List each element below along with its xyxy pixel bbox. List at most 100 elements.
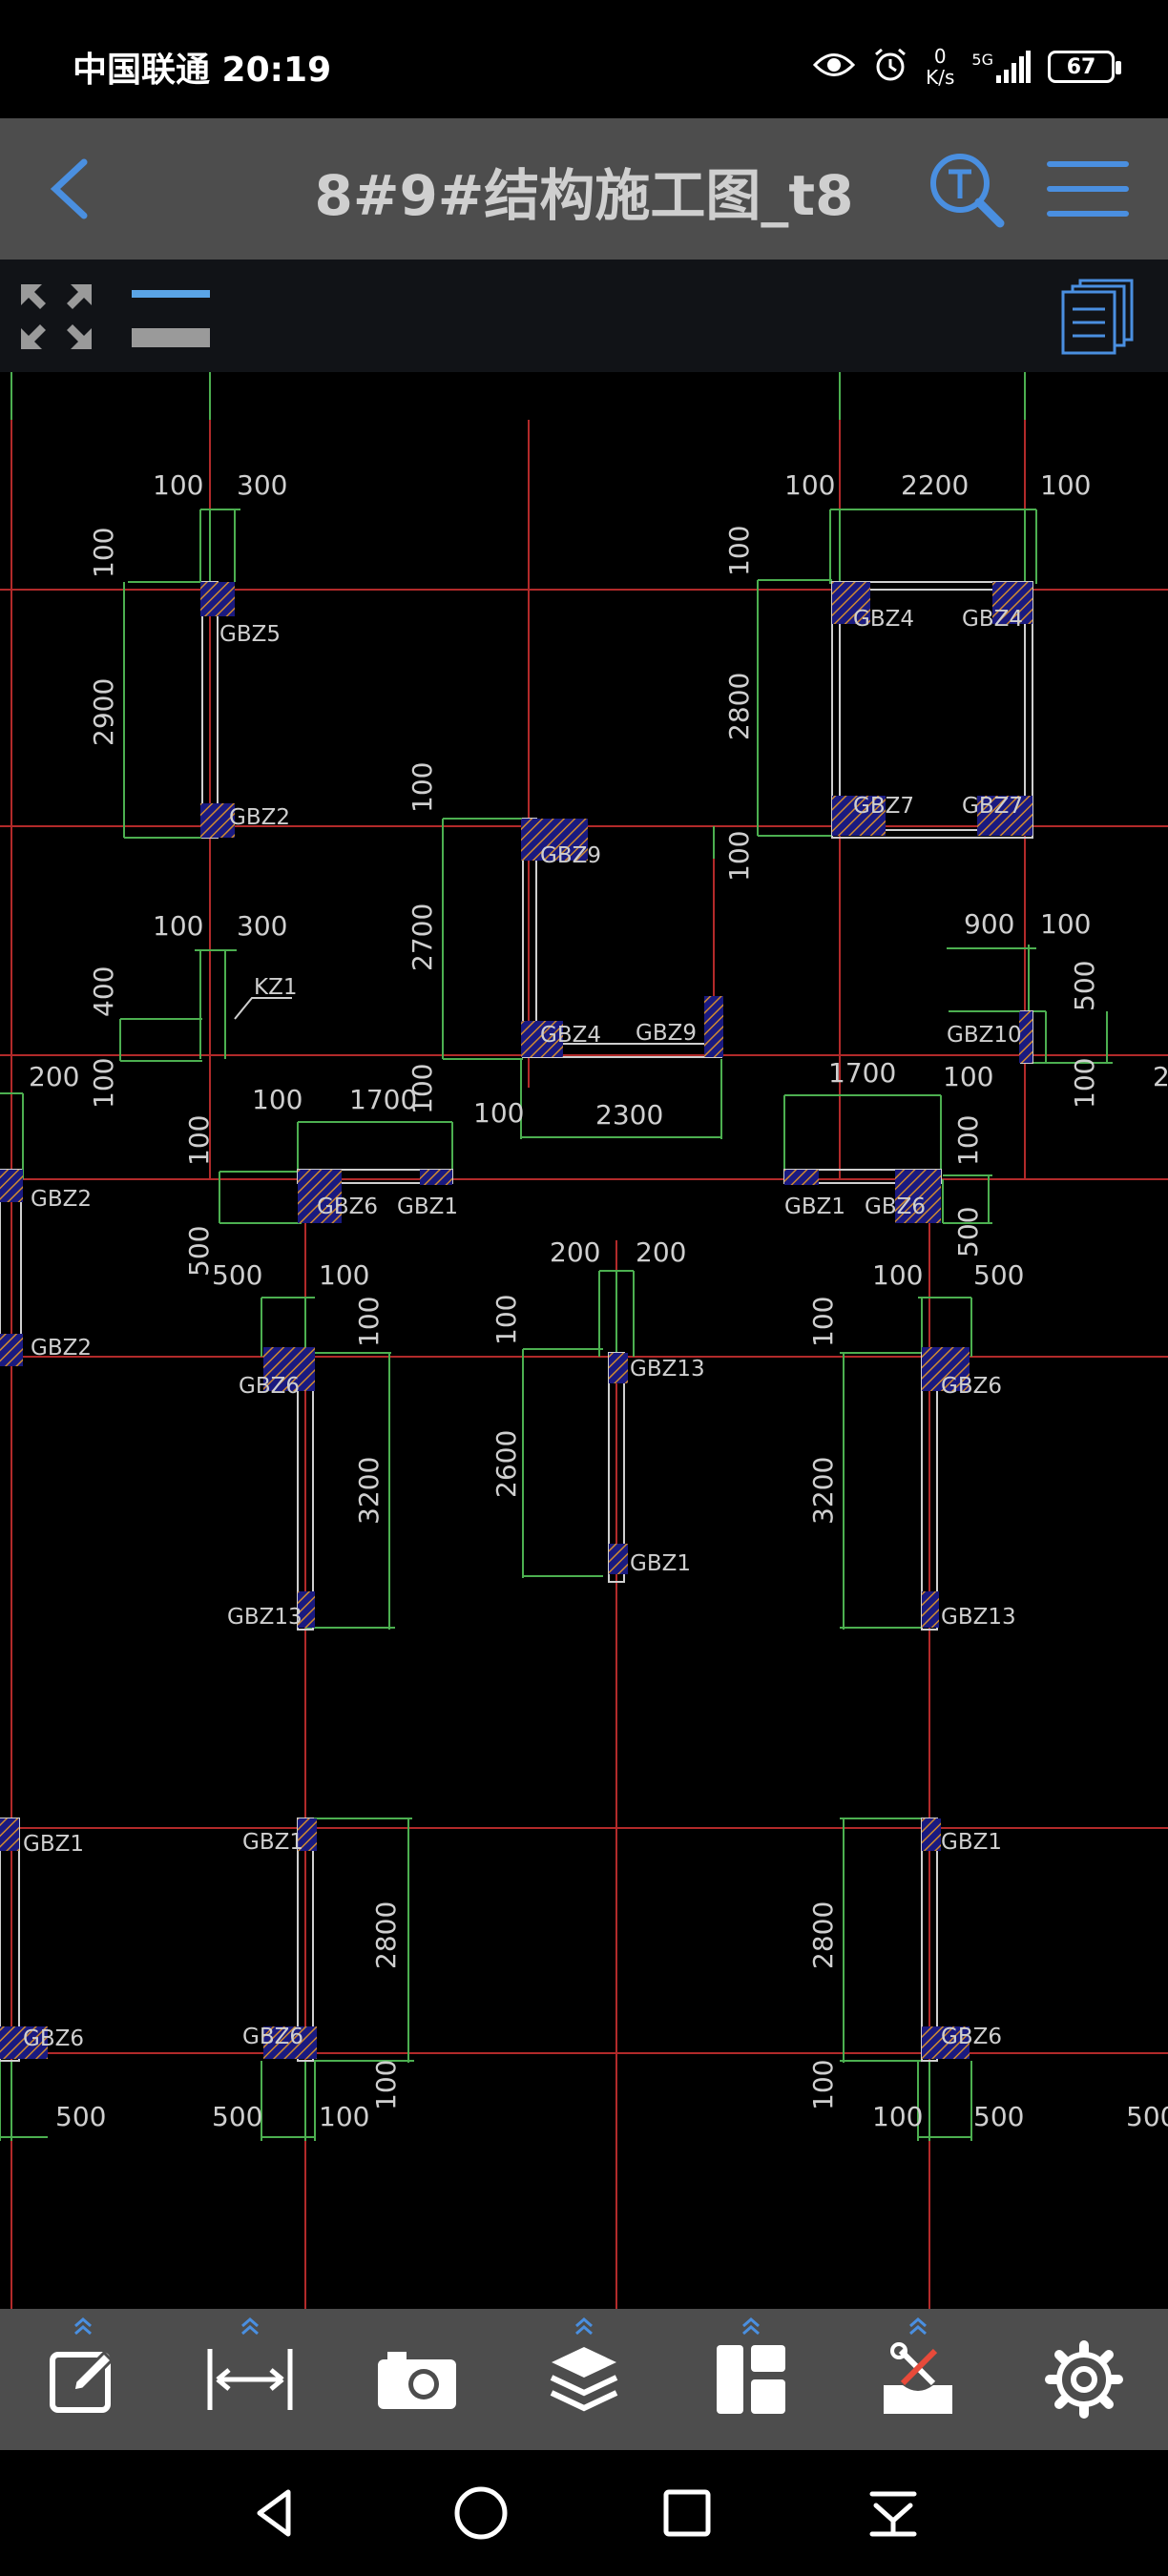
dim-text: 400: [88, 966, 119, 1017]
label-gbz2: GBZ2: [31, 1187, 92, 1212]
status-carrier-time: 中国联通 20:19: [73, 51, 332, 90]
dim-text: 2300: [595, 1099, 663, 1131]
dim-text: 2800: [723, 673, 755, 740]
label-gbz6: GBZ6: [941, 2025, 1002, 2049]
dim-text: 300: [237, 469, 287, 501]
label-gbz13: GBZ13: [630, 1357, 705, 1381]
label-gbz6: GBZ6: [23, 2026, 84, 2051]
layout-list-button[interactable]: [1057, 277, 1137, 357]
dim-text: 100: [407, 1064, 438, 1114]
dim-text: 500: [1126, 2101, 1168, 2132]
component-labels: GBZ5 GBZ2 GBZ4 GBZ4 GBZ7 GBZ7 GBZ9 KZ1 G…: [23, 607, 1023, 2051]
dimension-lines: [0, 372, 1113, 2141]
kz1-leader: [234, 997, 292, 1020]
hamburger-menu-icon: [1047, 161, 1129, 217]
dim-text: 1700: [828, 1057, 896, 1089]
dim-text: 500: [952, 1207, 984, 1257]
label-gbz1: GBZ1: [630, 1551, 691, 1576]
measure-icon: [207, 2349, 293, 2410]
label-gbz1: GBZ1: [242, 1830, 303, 1855]
label-gbz7: GBZ7: [853, 794, 914, 819]
settings-gear-icon: [1045, 2340, 1124, 2419]
label-kz1: KZ1: [254, 975, 297, 1000]
layers-button[interactable]: [527, 2309, 641, 2450]
edit-button[interactable]: [26, 2309, 140, 2450]
label-gbz1: GBZ1: [784, 1195, 845, 1219]
drawing-canvas[interactable]: GBZ5 GBZ2 GBZ4 GBZ4 GBZ7 GBZ7 GBZ9 KZ1 G…: [0, 372, 1168, 2309]
cad-drawing[interactable]: GBZ5 GBZ2 GBZ4 GBZ4 GBZ7 GBZ7 GBZ9 KZ1 G…: [0, 372, 1168, 2309]
dim-text: 100: [153, 910, 203, 942]
chevron-left-icon: [50, 158, 88, 219]
signal-icon: 5G: [971, 51, 1031, 83]
label-gbz9: GBZ9: [636, 1021, 697, 1046]
dim-text: 2700: [407, 904, 438, 971]
net-speed: 0 K/s: [926, 46, 954, 88]
dim-text: 500: [212, 2101, 262, 2132]
net-speed-unit: K/s: [926, 66, 955, 89]
signal-label: 5G: [971, 51, 993, 69]
chevrons-up-icon: [908, 2317, 927, 2336]
label-gbz1: GBZ1: [23, 1832, 84, 1857]
battery-icon: 67: [1048, 51, 1121, 83]
dim-text: 100: [1040, 908, 1091, 940]
dim-text: 3200: [353, 1457, 385, 1525]
circle-home-icon: [454, 2486, 508, 2540]
dim-text: 100: [723, 526, 755, 576]
layout-list-icon: [1061, 279, 1134, 355]
menu-button[interactable]: [1040, 141, 1136, 237]
top-bar: 8#9#结构施工图_t8: [0, 118, 1168, 260]
label-gbz7: GBZ7: [962, 794, 1023, 819]
dim-text: 100: [88, 528, 119, 578]
dim-text: 2: [1153, 1061, 1168, 1092]
edit-icon: [50, 2350, 115, 2413]
dim-text: 2200: [901, 469, 969, 501]
label-gbz9: GBZ9: [540, 843, 601, 868]
dim-text: 100: [1040, 469, 1091, 501]
square-recents-icon: [663, 2489, 711, 2537]
nav-recents-button[interactable]: [639, 2465, 735, 2561]
dim-text: 3200: [807, 1457, 839, 1525]
dim-text: 100: [473, 1097, 524, 1129]
dim-text: 500: [212, 1259, 262, 1291]
bottom-toolbar: [0, 2309, 1168, 2450]
nav-dropdown-button[interactable]: [845, 2465, 941, 2561]
nav-back-button[interactable]: [227, 2465, 323, 2561]
document-title: 8#9#结构施工图_t8: [314, 163, 854, 228]
measure-button[interactable]: [193, 2309, 307, 2450]
dim-text: 2900: [88, 678, 119, 746]
tools-icon: [883, 2342, 952, 2414]
dim-text: 100: [183, 1115, 215, 1166]
text-search-button[interactable]: [918, 141, 1013, 237]
dim-text: 100: [153, 469, 203, 501]
dim-text: 100: [319, 2101, 369, 2132]
dim-text: 100: [784, 469, 835, 501]
label-gbz2: GBZ2: [229, 805, 290, 830]
fullscreen-icon: [21, 284, 92, 349]
settings-button[interactable]: [1027, 2309, 1141, 2450]
eye-icon: [813, 51, 856, 83]
dim-text: 100: [252, 1084, 302, 1115]
back-button[interactable]: [25, 141, 120, 237]
dim-text: 100: [88, 1058, 119, 1109]
fullscreen-button[interactable]: [13, 277, 99, 357]
triangle-back-icon: [257, 2489, 291, 2537]
nav-home-button[interactable]: [433, 2465, 529, 2561]
dim-text: 500: [183, 1226, 215, 1277]
label-gbz5: GBZ5: [219, 622, 281, 647]
battery-level: 67: [1066, 54, 1096, 79]
layout-button[interactable]: [694, 2309, 808, 2450]
label-gbz6: GBZ6: [242, 2025, 303, 2049]
label-gbz2: GBZ2: [31, 1336, 92, 1361]
dim-text: 100: [943, 1061, 993, 1092]
camera-button[interactable]: [360, 2309, 474, 2450]
dim-text: 2600: [490, 1430, 522, 1498]
dim-text: 100: [1069, 1058, 1100, 1109]
label-gbz6: GBZ6: [317, 1195, 378, 1219]
dim-text: 100: [370, 2060, 402, 2110]
status-bar: 中国联通 20:19 0 K/s 5G 67: [0, 0, 1168, 118]
dim-text: 500: [55, 2101, 106, 2132]
layer-lines-button[interactable]: [126, 277, 214, 357]
alarm-icon: [872, 47, 908, 87]
hatched-columns: [0, 582, 1032, 2059]
tools-button[interactable]: [861, 2309, 975, 2450]
